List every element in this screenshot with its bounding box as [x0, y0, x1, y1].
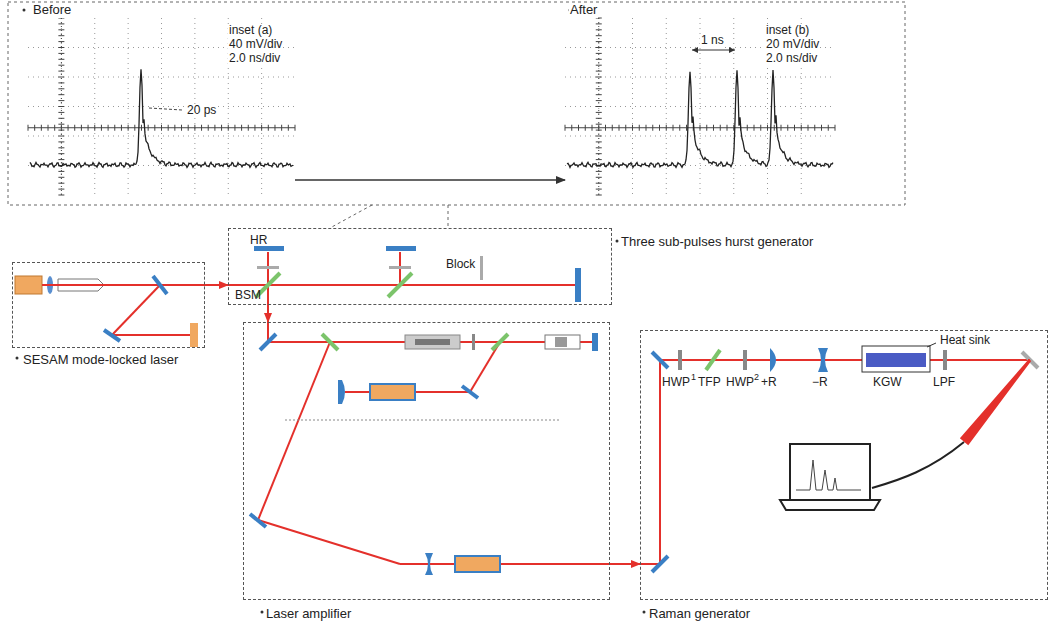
oscilloscope-screen: Beforeinset (a)40 mV/div2.0 ns/div20 ps	[28, 18, 295, 195]
amplifier-module: Laser amplifier	[243, 322, 610, 600]
oscilloscope-screen: Afterinset (b)20 mV/div2.0 ns/div1 ns	[565, 18, 835, 195]
part-label: HWP	[726, 376, 754, 389]
beam-path	[267, 305, 269, 322]
part-label: −R	[812, 376, 828, 389]
part-label: Heat sink	[940, 334, 990, 347]
part-label: Block	[446, 258, 475, 271]
node-heading: Three sub-pulses hurst generator	[621, 235, 813, 250]
node-heading: SESAM mode-locked laser	[23, 353, 178, 368]
part-label: LPF	[933, 376, 955, 389]
node-text: 40 mV/div	[228, 38, 283, 52]
part-label: 1	[691, 373, 696, 383]
node-text: 2.0 ns/div	[765, 52, 818, 66]
part-label: BSM	[235, 289, 261, 302]
burst-generator: Three sub-pulses hurst generator	[228, 228, 612, 305]
node-heading: Before	[32, 3, 72, 18]
node-heading: Raman generator	[649, 607, 750, 622]
part-label: HR	[250, 234, 267, 247]
part-label: HWP	[662, 376, 690, 389]
node-text: inset (a)	[228, 24, 273, 38]
node-text: 20 mV/div	[765, 38, 820, 52]
flow-arrow	[295, 179, 565, 181]
raman-module: Raman generator	[640, 330, 1048, 600]
node-text: inset (b)	[765, 24, 810, 38]
node-heading: Laser amplifier	[266, 607, 351, 622]
part-label: 2	[754, 373, 759, 383]
part-label: KGW	[873, 376, 902, 389]
part-label: +R	[761, 376, 777, 389]
node-text: 1 ns	[700, 34, 725, 48]
node-text: 20 ps	[186, 104, 217, 118]
beam-path	[205, 284, 228, 286]
laser-module: SESAM mode-locked laser	[12, 262, 205, 348]
part-label: TFP	[698, 376, 721, 389]
beam-path	[610, 563, 640, 565]
node-heading: After	[569, 3, 598, 18]
node-text: 2.0 ns/div	[228, 52, 281, 66]
